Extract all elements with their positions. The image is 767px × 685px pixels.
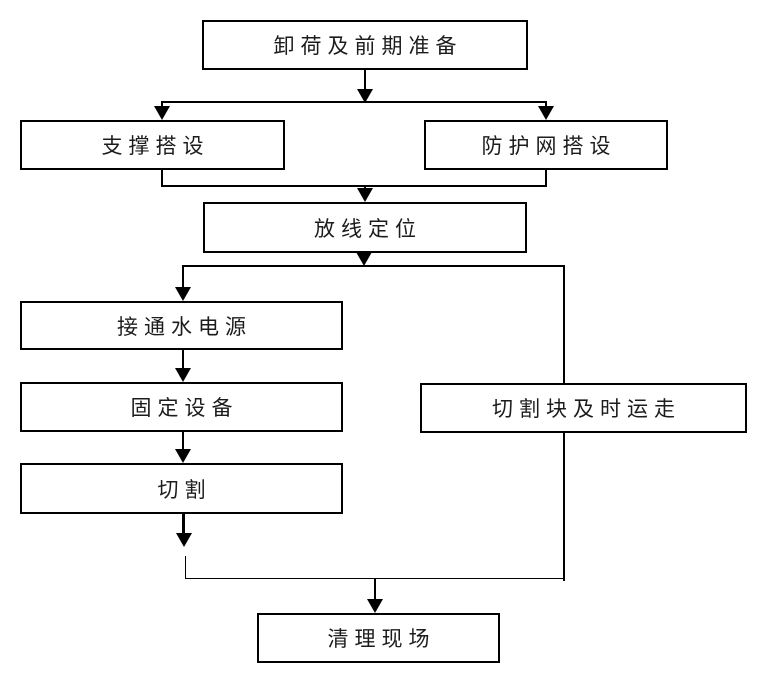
connector-merge-bottom	[185, 578, 564, 579]
node-label: 接通水电源	[117, 314, 252, 339]
connector-split-left-stub	[161, 103, 163, 107]
connector-fix-out	[182, 432, 184, 450]
connector-unload-down	[364, 70, 366, 91]
flow-node-cutting: 切割	[20, 463, 343, 514]
connector-net-out	[545, 170, 547, 186]
flow-node-safety-net-erection: 防护网搭设	[424, 120, 668, 170]
flow-node-fix-equipment: 固定设备	[20, 382, 343, 432]
node-label: 放线定位	[314, 216, 422, 241]
flow-node-remove-cut-blocks: 切割块及时运走	[420, 383, 747, 433]
node-label: 清理现场	[327, 627, 436, 651]
arrowhead-down	[367, 599, 383, 613]
arrowhead-down	[154, 106, 170, 120]
node-label: 切割块及时运走	[492, 397, 681, 421]
arrowhead-down	[175, 368, 191, 382]
node-label: 支撑搭设	[101, 134, 210, 158]
connector-power-out	[182, 350, 184, 369]
connector-cut-out	[182, 514, 185, 533]
arrowhead-down	[357, 89, 373, 103]
flow-node-line-positioning: 放线定位	[203, 202, 527, 253]
node-label: 防护网搭设	[481, 134, 617, 158]
arrowhead-down	[175, 449, 191, 463]
node-label: 固定设备	[130, 396, 239, 420]
flow-node-unload-prep: 卸荷及前期准备	[202, 20, 528, 70]
flow-node-connect-water-power: 接通水电源	[20, 301, 343, 350]
arrowhead-down	[176, 533, 192, 547]
arrowhead-down	[357, 188, 373, 202]
flow-node-site-cleanup: 清理现场	[257, 613, 500, 663]
connector-cut-elbow	[185, 556, 186, 579]
connector-split-top	[161, 101, 547, 103]
connector-power-in	[182, 267, 184, 288]
connector-support-out	[161, 170, 163, 186]
connector-clean-in	[374, 579, 376, 600]
connector-split-mid	[182, 265, 565, 267]
node-label: 卸荷及前期准备	[273, 34, 463, 58]
flow-node-support-erection: 支撑搭设	[20, 120, 285, 170]
connector-merge-top	[161, 185, 547, 187]
arrowhead-down	[356, 252, 372, 266]
arrowhead-down	[175, 287, 191, 301]
node-label: 切割	[157, 477, 212, 502]
connector-split-right-stub	[545, 103, 547, 107]
arrowhead-down	[538, 106, 554, 120]
